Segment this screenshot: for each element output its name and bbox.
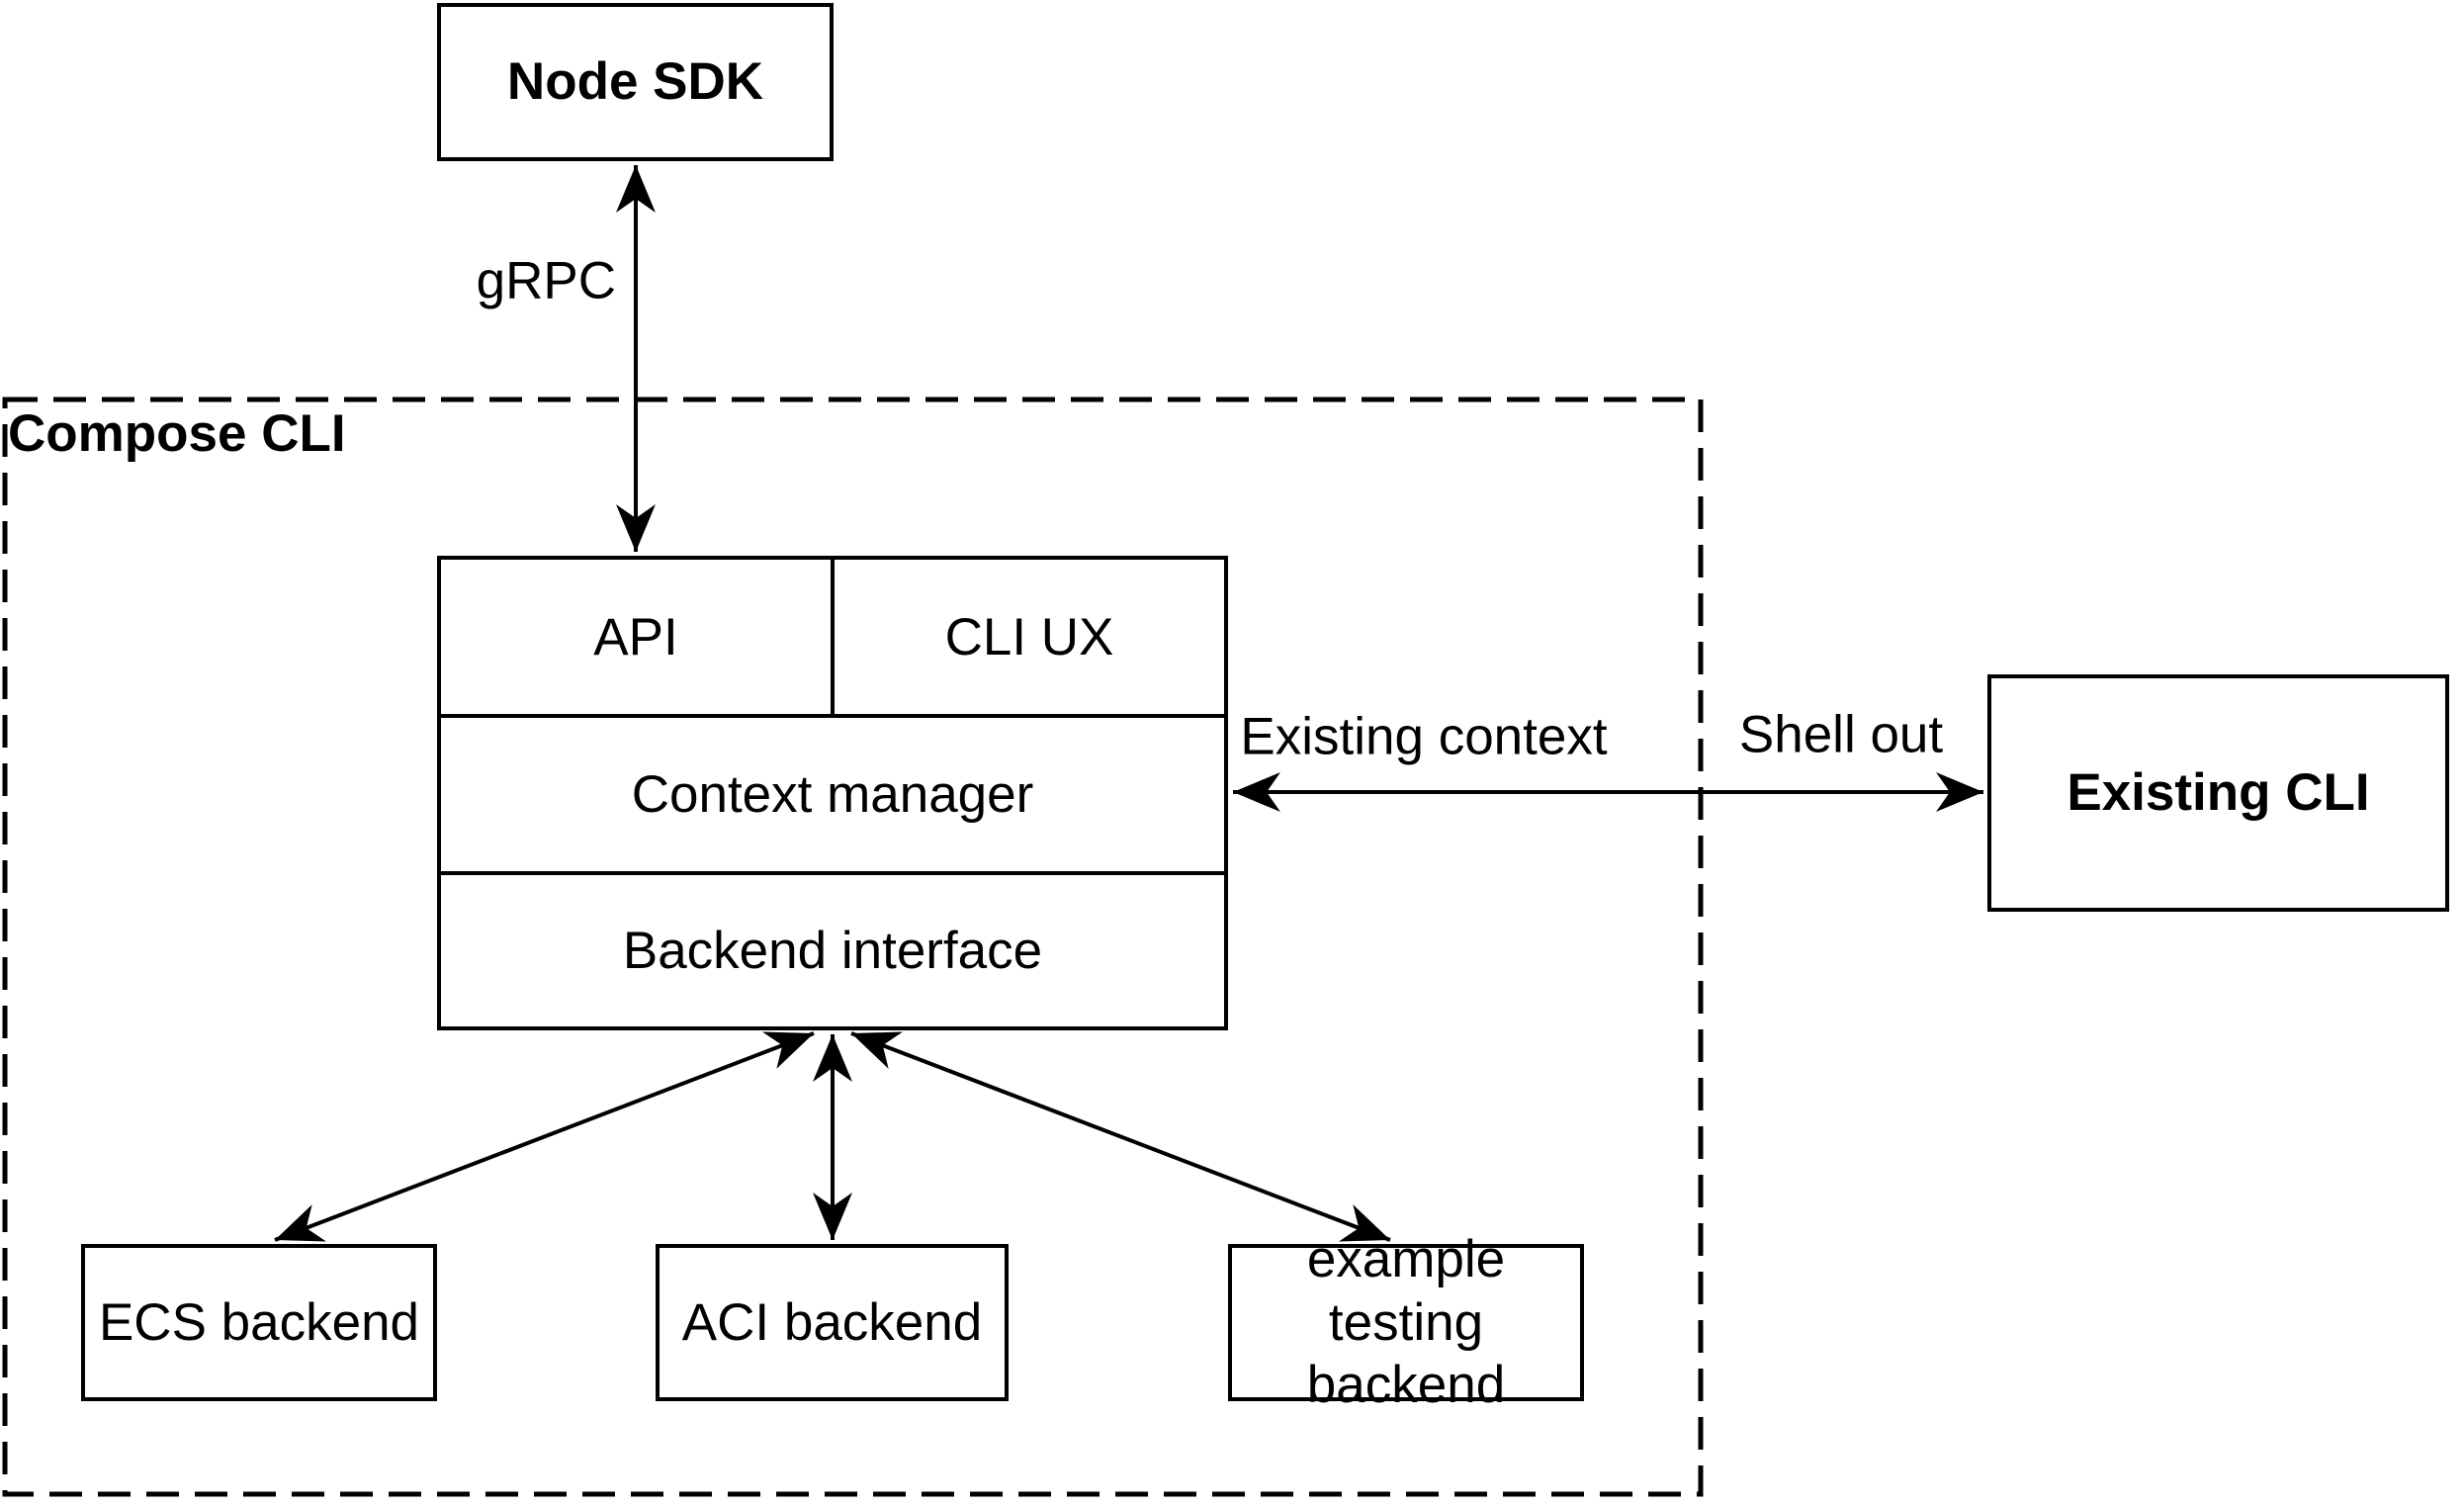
ecs-backend-label: ECS backend bbox=[98, 1292, 420, 1352]
cli-stack-top-row: API CLI UX bbox=[441, 560, 1224, 718]
compose-cli-dashed-border bbox=[2, 397, 1704, 1497]
example-testing-backend-label: example testing backend bbox=[1306, 1230, 1506, 1415]
backend-interface-label: Backend interface bbox=[622, 922, 1043, 980]
shell-out-edge-label: Shell out bbox=[1738, 705, 1944, 764]
backend-to-ecs-arrow bbox=[274, 1031, 815, 1242]
cli-stack-box: API CLI UX Context manager Backend inter… bbox=[437, 556, 1228, 1030]
cli-ux-box: CLI UX bbox=[835, 560, 1224, 714]
aci-backend-label: ACI backend bbox=[681, 1292, 983, 1352]
context-manager-label: Context manager bbox=[631, 765, 1034, 824]
node-sdk-label: Node SDK bbox=[506, 52, 764, 112]
api-box: API bbox=[441, 560, 835, 714]
existing-context-edge-label: Existing context bbox=[1240, 707, 1608, 766]
api-label: API bbox=[593, 607, 678, 666]
example-testing-backend-box: example testing backend bbox=[1228, 1230, 1584, 1414]
grpc-edge-label: gRPC bbox=[476, 251, 616, 310]
compose-cli-container-label: Compose CLI bbox=[8, 404, 346, 463]
ecs-backend-box: ECS backend bbox=[81, 1244, 437, 1401]
existing-cli-box: Existing CLI bbox=[1987, 674, 2449, 912]
backend-interface-box: Backend interface bbox=[441, 875, 1224, 1026]
cli-ux-label: CLI UX bbox=[944, 607, 1114, 666]
backend-to-example-testing-arrow bbox=[850, 1031, 1391, 1242]
node-sdk-box: Node SDK bbox=[437, 3, 834, 161]
context-manager-box: Context manager bbox=[441, 718, 1224, 875]
existing-cli-label: Existing CLI bbox=[2067, 763, 2370, 823]
aci-backend-box: ACI backend bbox=[656, 1244, 1009, 1401]
